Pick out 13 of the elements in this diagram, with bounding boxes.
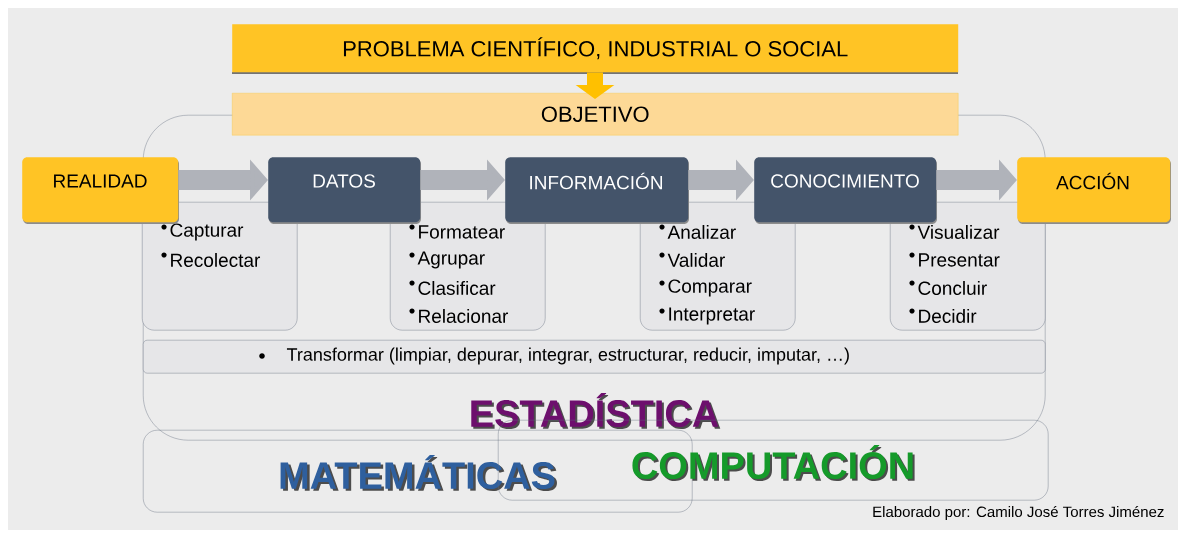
process-box: ACCIÓN — [1017, 157, 1171, 224]
process-box: REALIDAD — [22, 157, 179, 224]
list-box: Visualizar Presentar Concluir Decidir — [890, 202, 1046, 331]
credit-text: Elaborado por: Camilo José Torres Jiménez — [873, 505, 1164, 521]
list-bar: Transformar (limpiar, depurar, integrar, estructurar, reducir, imputar, …) — [143, 340, 1046, 374]
list-box: Analizar Validar Comparar Interpretar — [640, 202, 796, 331]
process-box: CONOCIMIENTO — [754, 157, 937, 224]
process-box: DATOS — [268, 157, 421, 224]
banner: PROBLEMA CIENTÍFICO, INDUSTRIAL O SOCIAL — [232, 24, 959, 74]
banner: OBJETIVO — [232, 93, 959, 136]
list-box: Capturar Recolectar — [142, 202, 298, 331]
list-box: Formatear Agrupar Clasificar Relacionar — [390, 202, 546, 331]
process-box: INFORMACIÓN — [505, 157, 689, 224]
